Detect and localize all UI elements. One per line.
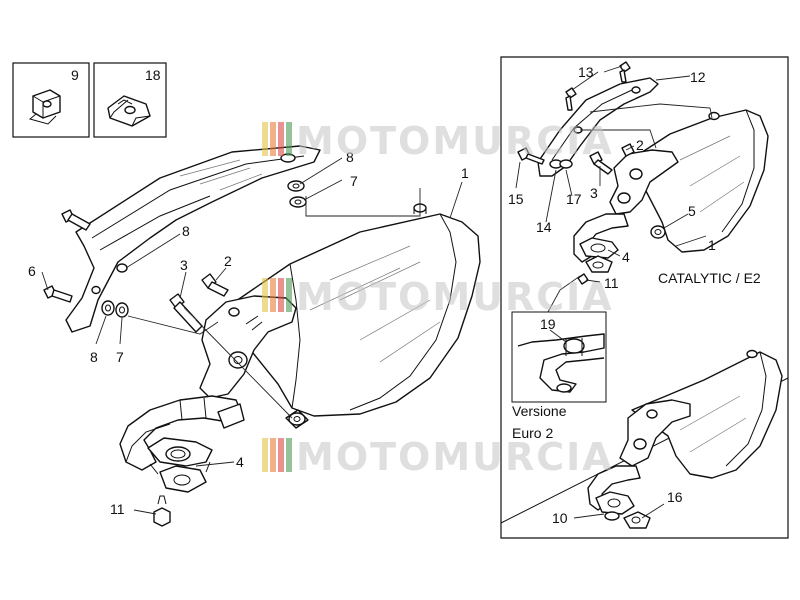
cat-label-spacer: 17 [566, 191, 582, 207]
cat-label-bolt-right: 2 [636, 137, 644, 153]
inset-18-number: 18 [145, 67, 161, 83]
watermark-stripe-2 [270, 438, 276, 472]
nut-clip-icon [28, 89, 61, 125]
cat-assembly-line [589, 103, 713, 119]
cat-label-washer: 14 [536, 219, 552, 235]
variant-label-gasket-ring: 10 [552, 510, 568, 526]
versione-text: Versione [512, 403, 567, 419]
variant-label-flange: 16 [667, 489, 683, 505]
lower-washers [101, 300, 129, 318]
label-nut: 11 [110, 501, 125, 517]
euro2-inset: 19 [511, 311, 607, 403]
heat-shield [65, 145, 321, 333]
cat-bracket [609, 149, 679, 215]
long-bolt [169, 293, 203, 333]
upper-bolt [201, 273, 229, 297]
cat-assembly-line-2 [580, 129, 657, 149]
label-washer-upper: 7 [350, 173, 358, 189]
label-gasket: 4 [236, 454, 244, 470]
side-bolt [43, 285, 73, 303]
main-assembly: 1 2 3 4 6 8 7 8 8 7 11 [28, 145, 481, 527]
watermark-stripe-3 [278, 278, 284, 312]
watermark-text: MOTOMURCIA [296, 119, 614, 163]
muffler-body [219, 203, 481, 417]
watermark-stripe-4 [286, 438, 292, 472]
cat-label-muffler: 1 [708, 237, 716, 253]
variant-exhaust [587, 349, 783, 529]
speed-clip-icon [107, 95, 151, 127]
upper-left-bolt [61, 209, 91, 231]
cat-label-gasket: 4 [622, 249, 630, 265]
watermark-stripe-4 [286, 122, 292, 156]
euro2-assembly-line [547, 275, 581, 313]
watermark-stripe-4 [286, 278, 292, 312]
cat-label-screw-left: 15 [508, 191, 524, 207]
inset-9-number: 9 [71, 67, 79, 83]
label-bolt-side: 6 [28, 263, 36, 279]
label-muffler: 1 [461, 165, 469, 181]
cat-bushing [650, 225, 666, 239]
watermark-text: MOTOMURCIA [296, 275, 614, 319]
cat-screws [517, 61, 635, 285]
euro-text: Euro 2 [512, 425, 553, 441]
label-spacer-mid: 8 [182, 223, 190, 239]
assembly-line-upper [305, 188, 421, 217]
cat-label-bushing: 5 [688, 203, 696, 219]
upper-washers [287, 180, 307, 208]
inset-clip-9: 9 [12, 62, 90, 138]
cat-label-screw-top: 13 [578, 64, 594, 80]
watermark-stripe-2 [270, 278, 276, 312]
watermark-middle: MOTOMURCIA [262, 275, 614, 319]
assembly-line-bolt [195, 319, 293, 419]
label-spacer-upper: 8 [346, 149, 354, 165]
exhaust-flange-gasket [147, 437, 213, 493]
watermark-stripe-3 [278, 438, 284, 472]
catalytic-panel: 12 13 2 3 5 1 4 11 15 14 17 CATALYTIC / … [500, 56, 789, 539]
label-spacer-lower: 8 [90, 349, 98, 365]
label-bolt-upper: 2 [224, 253, 232, 269]
cat-muffler [629, 109, 769, 253]
watermark-text: MOTOMURCIA [296, 435, 614, 479]
watermark-stripe-1 [262, 122, 268, 156]
flange-nut [153, 495, 171, 527]
cat-flange-gasket [579, 237, 619, 273]
mounting-bracket [199, 295, 297, 399]
cat-label-heat-shield: 12 [690, 69, 706, 85]
inset-clip-18: 18 [93, 62, 167, 138]
cat-label-nut: 11 [604, 275, 619, 291]
watermark-top: MOTOMURCIA [262, 119, 614, 163]
cat-caption: CATALYTIC / E2 [658, 270, 761, 286]
label-washer-lower: 7 [116, 349, 124, 365]
cat-label-bolt-mid: 3 [590, 185, 598, 201]
watermark-stripe-2 [270, 122, 276, 156]
label-bolt-long: 3 [180, 257, 188, 273]
watermark-stripe-1 [262, 278, 268, 312]
bushing [285, 409, 309, 429]
watermark-stripe-3 [278, 122, 284, 156]
watermark-bottom: MOTOMURCIA [262, 435, 614, 479]
euro2-label-clamp: 19 [540, 316, 556, 332]
assembly-line-lower [127, 315, 219, 335]
watermark-stripe-1 [262, 438, 268, 472]
cat-heat-shield [537, 77, 659, 177]
